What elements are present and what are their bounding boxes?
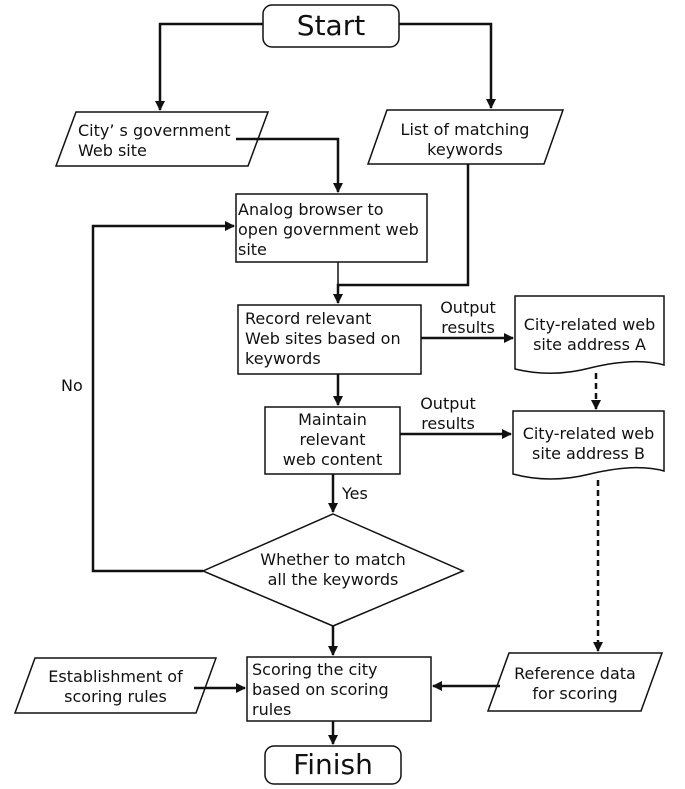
keywords-label: List of matching keywords	[400, 120, 530, 159]
reference-input	[486, 652, 664, 712]
no-loop-arrow	[91, 221, 235, 573]
maintain-content-process	[264, 406, 401, 475]
keywords-input	[366, 109, 565, 165]
finish-label: Finish	[293, 748, 373, 781]
address-b-label: City-related web site address B	[522, 424, 655, 463]
rules-label: Establishment of scoring rules	[48, 667, 183, 706]
yes-label: Yes	[342, 484, 368, 503]
analog-browser-process	[235, 193, 428, 263]
scoring-label: Scoring the city based on scoring rules	[252, 660, 389, 719]
finish-terminal	[264, 745, 402, 785]
maintain-content-label: Maintain relevant web content	[282, 410, 383, 469]
start-to-keywords-arrow	[399, 22, 496, 109]
start-terminal	[262, 4, 400, 48]
gov-site-input	[54, 111, 270, 167]
address-a-document	[514, 295, 665, 374]
start-label: Start	[296, 9, 366, 42]
keywords-to-record-arrow	[333, 164, 470, 304]
record-sites-label: Record relevant Web sites based on keywo…	[245, 309, 401, 368]
scoring-process	[246, 656, 432, 722]
output-results-2-label: Output results	[420, 394, 476, 433]
address-a-label: City-related web site address A	[523, 315, 656, 354]
analog-browser-label: Analog browser to open government web si…	[238, 200, 419, 259]
rules-input	[13, 657, 218, 714]
gov-site-label: City’ s government Web site	[78, 121, 231, 160]
output-results-1-label: Output results	[440, 298, 496, 337]
record-sites-process	[237, 304, 422, 375]
start-to-gov-site-arrow	[155, 22, 263, 111]
no-label: No	[61, 376, 83, 395]
decision-label: Whether to match all the keywords	[260, 550, 406, 589]
gov-site-to-analog-arrow	[236, 137, 343, 193]
address-b-document	[512, 410, 665, 480]
reference-label: Reference data for scoring	[514, 664, 636, 703]
